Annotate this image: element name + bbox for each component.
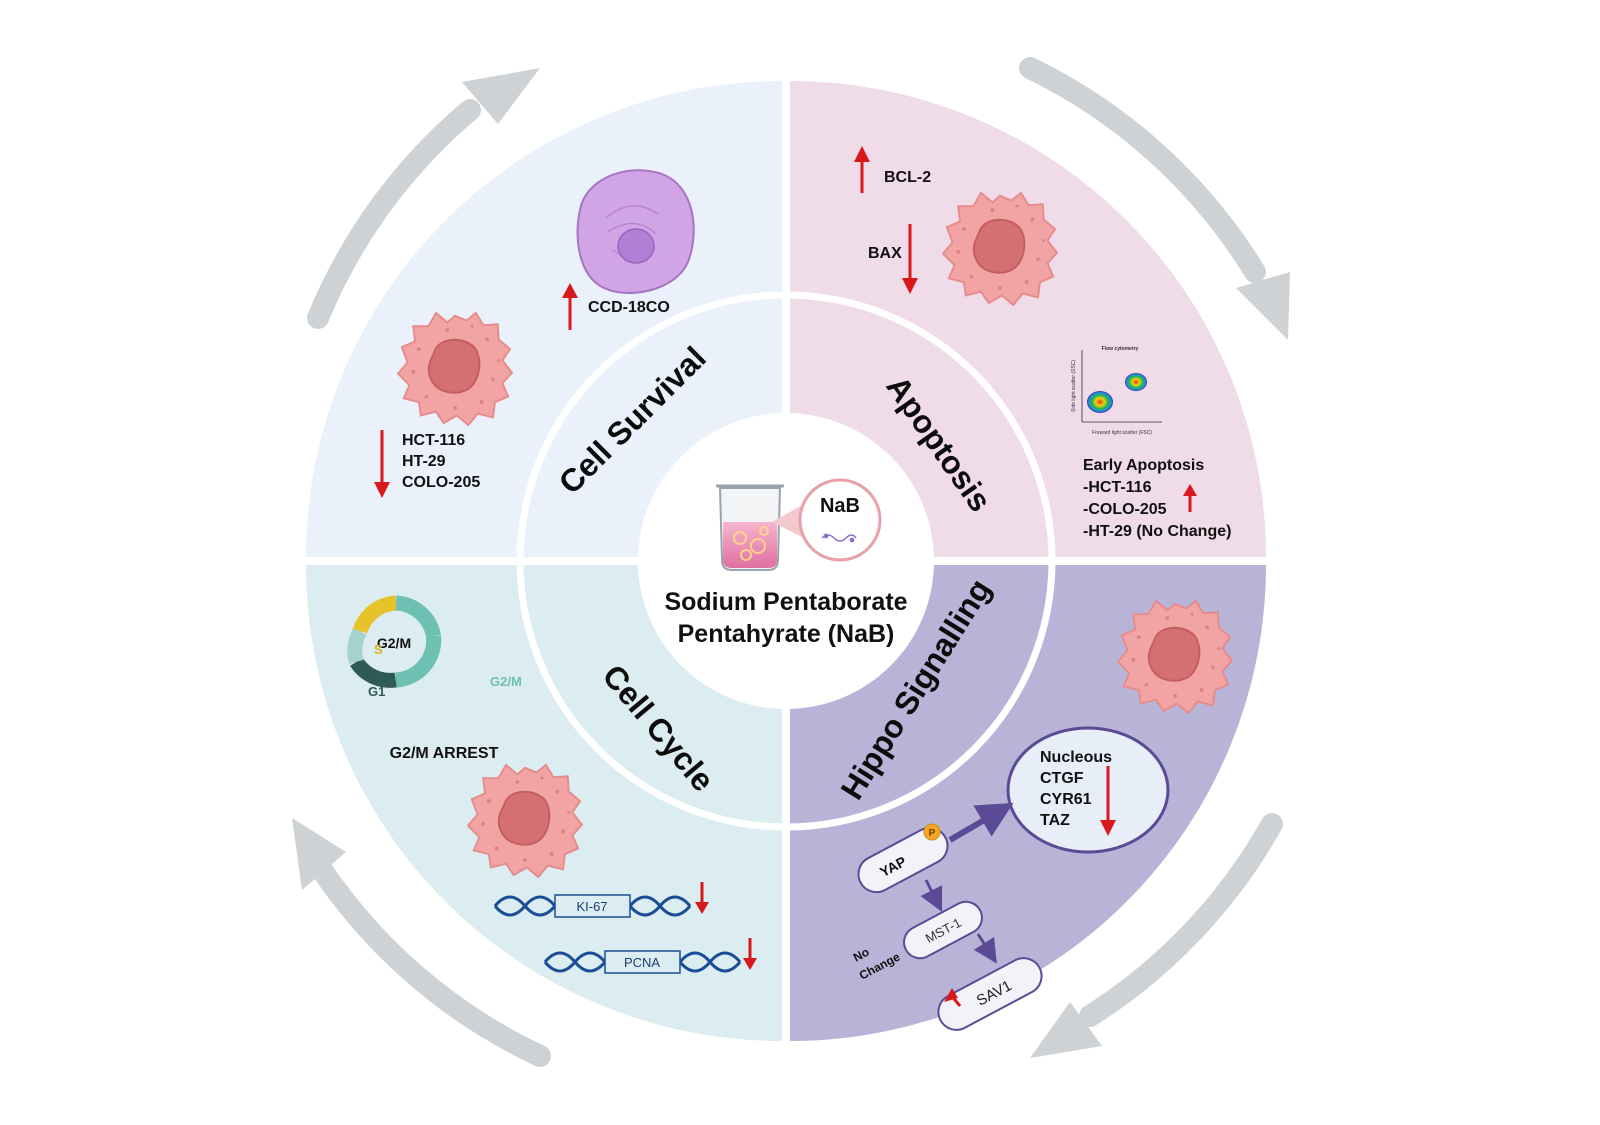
nab-badge — [798, 478, 882, 562]
zoom-cone — [772, 502, 808, 540]
down-arrow-icon — [902, 224, 918, 294]
cyr61-label: CYR61 — [1040, 791, 1092, 808]
up-arrow-icon — [854, 146, 870, 193]
center-circle — [638, 413, 934, 709]
cancer-line-1: HCT-116 — [402, 432, 465, 449]
sav1-node: SAV1 — [937, 957, 1043, 1031]
down-arrow-icon — [374, 430, 390, 498]
cycle-center-label: G2/M — [377, 635, 411, 651]
ctgf-label: CTGF — [1040, 770, 1084, 787]
ki67-box — [554, 894, 631, 918]
phase-g2m-label: G2/M — [490, 674, 522, 689]
molecule-icon — [821, 533, 857, 543]
nab-badge-label: NaB — [820, 495, 860, 517]
phase-g1-label: G1 — [368, 684, 385, 699]
early-apoptosis-line-2: -COLO-205 — [1083, 501, 1167, 518]
yap-to-mst-arrow — [920, 879, 943, 913]
bcl2-label: BCL-2 — [884, 169, 931, 186]
flow-ylabel: Side light scatter (SSC) — [1071, 360, 1077, 412]
center-title-line1: Sodium Pentaborate — [664, 588, 907, 616]
bax-label: BAX — [868, 245, 902, 262]
nucleus-label: Nucleous — [1040, 749, 1112, 766]
phospho-badge — [923, 823, 941, 841]
arrow-top-left — [307, 99, 481, 329]
down-arrow-icon — [695, 882, 709, 914]
mst-to-sav-arrow — [973, 933, 997, 964]
cancer-line-2: HT-29 — [402, 453, 446, 470]
normal-cell-label: CCD-18CO — [588, 299, 670, 316]
outer-cycle-arrows — [307, 57, 1283, 1067]
nucleus-shape — [1006, 726, 1170, 854]
mst1-node: MST-1 — [903, 900, 983, 960]
arrow-bottom-left — [307, 853, 551, 1067]
flow-title: Flow cytometry — [1102, 346, 1139, 352]
taz-label: TAZ — [1040, 812, 1070, 829]
yap-to-nucleus-arrow — [948, 802, 1014, 843]
ki67-label: KI-67 — [576, 899, 607, 914]
early-apoptosis-line-1: -HCT-116 — [1083, 479, 1152, 496]
up-arrow-icon — [1183, 484, 1197, 512]
down-arrow-icon — [1100, 766, 1116, 836]
up-arrow-icon — [944, 988, 962, 1007]
pcna-box — [604, 950, 681, 974]
yap-node: YAP — [857, 826, 949, 894]
no-change-line1: No — [851, 945, 872, 965]
pcna-label: PCNA — [624, 955, 660, 970]
outer-arrow-heads — [292, 68, 1290, 1058]
early-apoptosis-title: Early Apoptosis — [1083, 457, 1204, 474]
cell-cycle-ring — [347, 595, 442, 688]
beaker-icon — [716, 484, 784, 571]
arrow-bottom-right — [1079, 813, 1283, 1027]
phospho-label: P — [929, 828, 936, 839]
flow-xlabel: Forward light scatter (FSC) — [1092, 430, 1152, 436]
down-arrow-icon — [743, 938, 757, 970]
normal-cell-icon — [576, 169, 695, 294]
flow-cytometry-plot: Flow cytometry Forward light scatter (FS… — [1071, 346, 1162, 436]
g2m-arrest-label: G2/M ARREST — [390, 745, 499, 762]
sector-apoptosis — [790, 81, 1266, 557]
dna-ki67-icon — [493, 895, 692, 917]
phase-s-label: S — [374, 642, 383, 657]
inner-ring-border — [516, 291, 1056, 831]
center-title-line2: Pentahyrate (NaB) — [678, 620, 895, 648]
dna-pcna-icon — [543, 951, 742, 973]
early-apoptosis-line-3: -HT-29 (No Change) — [1083, 523, 1231, 540]
arrow-top-right — [1019, 57, 1266, 283]
up-arrow-icon — [562, 283, 578, 330]
cancer-line-3: COLO-205 — [402, 474, 480, 491]
